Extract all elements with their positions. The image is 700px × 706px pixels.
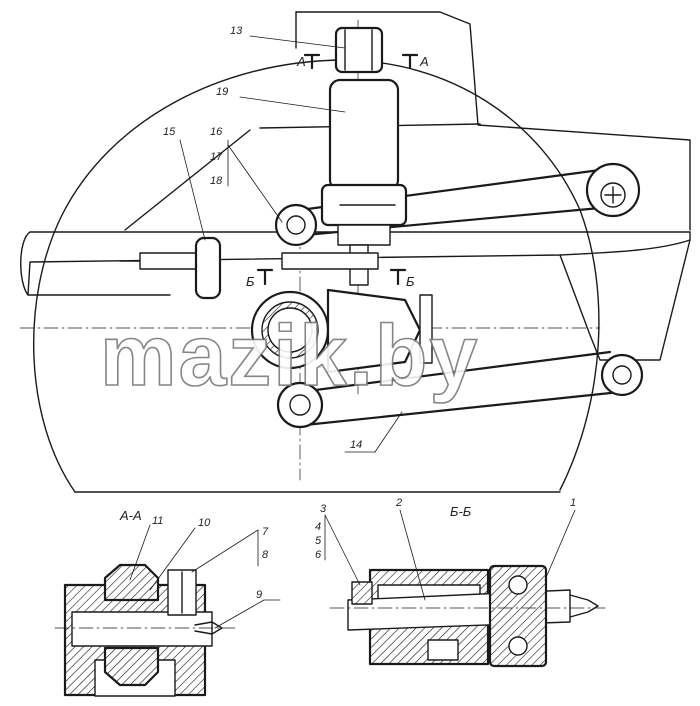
section-bb-view: Б-Б 3 4 5 6 2 1	[315, 497, 606, 668]
section-mark-b-right	[389, 268, 407, 286]
wheel-hub	[326, 288, 422, 374]
aa-bearing-cap-lower	[103, 646, 160, 687]
callout-1: 1	[570, 497, 576, 509]
frame-top-outline	[295, 11, 691, 231]
section-mark-a-right	[401, 53, 419, 70]
callout-16: 16	[210, 126, 223, 138]
callout-17: 17	[210, 151, 223, 163]
frame-rail-end	[20, 231, 31, 296]
callout-18: 18	[210, 175, 223, 187]
left-pivot-pin	[286, 215, 306, 235]
section-label-a-left: А	[296, 54, 306, 69]
callout-11: 11	[152, 515, 163, 527]
section-label-b-right: Б	[406, 274, 415, 289]
shock-top-eye	[334, 26, 384, 74]
leader-11	[129, 524, 151, 581]
bb-pin-tip	[569, 594, 599, 618]
leader-15	[179, 139, 206, 241]
leader-19	[239, 96, 346, 113]
bolt-15-clamp	[194, 236, 222, 300]
lower-arm-left-pin	[289, 394, 311, 416]
section-mark-b-left	[256, 268, 274, 286]
callout-6: 6	[315, 549, 322, 561]
watermark: mazik.by	[100, 308, 479, 404]
callout-3: 3	[320, 503, 327, 515]
shock-absorber-body	[328, 78, 400, 192]
bb-bearing-ball	[508, 636, 528, 656]
leader-3	[324, 514, 361, 586]
lower-arm-right-eye	[600, 353, 644, 397]
aa-shaft-bore	[71, 611, 213, 647]
lower-arm-right-pin	[612, 365, 632, 385]
section-mark-a-left	[303, 53, 321, 70]
bolt-bb	[281, 252, 379, 270]
frame-slope-line	[124, 129, 251, 231]
callout-10: 10	[198, 517, 211, 529]
callout-19: 19	[216, 86, 228, 98]
callout-5: 5	[315, 535, 322, 547]
leader-14	[374, 411, 403, 453]
aa-grease-nipple	[194, 621, 223, 635]
wheel-outline	[32, 59, 600, 493]
lower-link-arm	[298, 350, 622, 427]
callout-2: 2	[395, 497, 402, 509]
callout-14: 14	[350, 439, 362, 451]
section-bb-title: Б-Б	[450, 504, 472, 519]
leader-1	[544, 509, 576, 581]
leader-2	[399, 509, 426, 601]
callout-9: 9	[256, 589, 262, 601]
hub-flange	[419, 294, 433, 364]
axle-tube-inner	[267, 307, 313, 353]
aa-bearing-cap	[103, 563, 160, 602]
leader-9	[214, 599, 265, 629]
section-aa-view: А-А 11 10 7 8 9	[54, 508, 281, 697]
lower-arm-left-eye	[276, 381, 324, 429]
leader-10	[149, 527, 196, 591]
bb-bushing-slot	[427, 639, 459, 661]
leader-7	[191, 529, 259, 573]
leader-13	[249, 35, 346, 49]
left-pivot-eye	[274, 203, 318, 247]
callout-7: 7	[262, 526, 269, 538]
upper-arm-bolt-cross	[604, 186, 622, 204]
section-aa-title: А-А	[119, 508, 142, 523]
callout-8: 8	[262, 549, 269, 561]
bb-washer-left	[351, 581, 373, 605]
callout-15: 15	[163, 126, 176, 138]
shock-rod-base	[337, 224, 391, 246]
callout-4: 4	[315, 521, 321, 533]
main-view: А А Б Б 13 19 15 16 17 18 14	[19, 11, 691, 493]
bb-bearing-ball	[508, 575, 528, 595]
right-bracket	[559, 239, 691, 361]
section-label-b-left: Б	[246, 274, 255, 289]
callout-13: 13	[230, 25, 243, 37]
bb-bearing	[488, 564, 548, 668]
leader-16	[227, 144, 283, 223]
section-label-a-right: А	[419, 54, 429, 69]
upper-arm-bolt	[600, 182, 626, 208]
